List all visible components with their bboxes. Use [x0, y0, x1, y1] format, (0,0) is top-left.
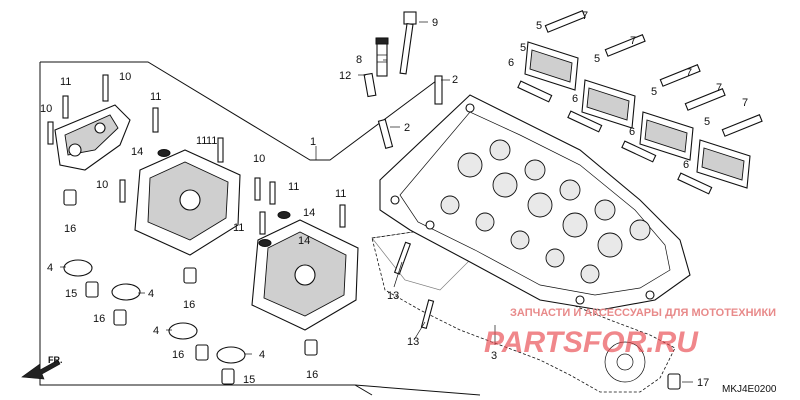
callout-10a: 10	[119, 71, 131, 83]
cam-holder-left	[54, 104, 131, 171]
callout-6a: 6	[508, 57, 514, 69]
callout-11a: 11	[60, 76, 71, 88]
callout-5b: 5	[594, 53, 600, 65]
callout-2a: 2	[452, 74, 458, 86]
callout-5d: 5	[704, 116, 710, 128]
callout-7c: 7	[686, 67, 692, 79]
callout-10d: 10	[253, 153, 265, 165]
callout-11b: 11	[150, 91, 161, 103]
callout-16a: 16	[64, 223, 76, 235]
callout-6c: 6	[629, 126, 635, 138]
callout-13b: 13	[407, 336, 419, 348]
callout-7e: 7	[742, 97, 748, 109]
callout-8: 8	[356, 54, 362, 66]
camshaft-journals	[440, 139, 651, 284]
callout-2b: 2	[404, 122, 410, 134]
callout-11e: 11	[335, 188, 346, 200]
callout-16b: 16	[183, 299, 195, 311]
callout-6b: 6	[572, 93, 578, 105]
callout-11d: 11	[288, 181, 299, 193]
callout-4d: 4	[259, 349, 265, 361]
small-bolt	[363, 72, 377, 98]
callout-15b: 15	[243, 374, 255, 386]
callout-14a: 14	[131, 146, 143, 158]
callout-5a: 5	[536, 20, 542, 32]
callout-11c: 11	[196, 135, 207, 147]
watermark-tagline: ЗАПЧАСТИ И АКСЕССУАРЫ ДЛЯ МОТОТЕХНИКИ	[510, 307, 776, 319]
leader-lines	[60, 21, 693, 383]
small-bolts-left	[47, 74, 346, 235]
watermark: ЗАПЧАСТИ И АКСЕССУАРЫ ДЛЯ МОТОТЕХНИКИ PA…	[484, 307, 776, 359]
oil-rings	[63, 259, 246, 364]
cylinder-head	[379, 94, 691, 311]
callout-4a: 4	[47, 262, 53, 274]
callout-1: 1	[310, 136, 316, 148]
front-label: FR.	[48, 355, 63, 365]
callout-7a: 7	[582, 10, 588, 22]
callout-16c: 16	[93, 313, 105, 325]
callout-14c: 14	[298, 235, 310, 247]
bushings	[63, 189, 681, 390]
dowel-pins	[377, 75, 443, 149]
callout-13a: 13	[387, 290, 399, 302]
callout-6d: 6	[683, 159, 689, 171]
cam-holder-lower	[251, 219, 359, 331]
head-bolt-holes	[390, 103, 655, 305]
diagram-code: MKJ4E0200	[722, 384, 777, 395]
cam-cap-plates	[524, 41, 751, 189]
callout-3: 3	[491, 350, 497, 362]
callout-16d: 16	[172, 349, 184, 361]
callout-labels: 1 2 2 3 4 4 4 4 5 5 5 5 5 6 6 6 6 7 7 7 …	[40, 10, 748, 389]
callout-14b: 14	[303, 207, 315, 219]
callout-9: 9	[432, 17, 438, 29]
callout-17: 17	[697, 377, 709, 389]
spark-plug	[375, 37, 389, 77]
callout-11g: 11	[206, 135, 217, 147]
washers	[157, 149, 291, 247]
callout-7d: 7	[716, 82, 722, 94]
callout-5e: 5	[520, 42, 526, 54]
callout-10c: 10	[96, 179, 108, 191]
callout-15a: 15	[65, 288, 77, 300]
assembly-boundary	[39, 61, 481, 396]
cam-holder-center	[134, 149, 241, 256]
front-arrow: FR.	[21, 355, 63, 380]
watermark-brand: PARTSFOR.RU	[484, 326, 699, 359]
stud-bolts	[393, 241, 435, 329]
callout-4b: 4	[148, 288, 154, 300]
callout-7b: 7	[630, 35, 636, 47]
callout-4c: 4	[153, 325, 159, 337]
arrow-left-icon	[21, 359, 61, 380]
callout-16e: 16	[306, 369, 318, 381]
cap-bolts	[517, 10, 763, 195]
long-bolt	[399, 11, 417, 75]
callout-12: 12	[339, 70, 351, 82]
callout-5c: 5	[651, 86, 657, 98]
callout-10b: 10	[40, 103, 52, 115]
callout-11f: 11	[233, 222, 244, 234]
